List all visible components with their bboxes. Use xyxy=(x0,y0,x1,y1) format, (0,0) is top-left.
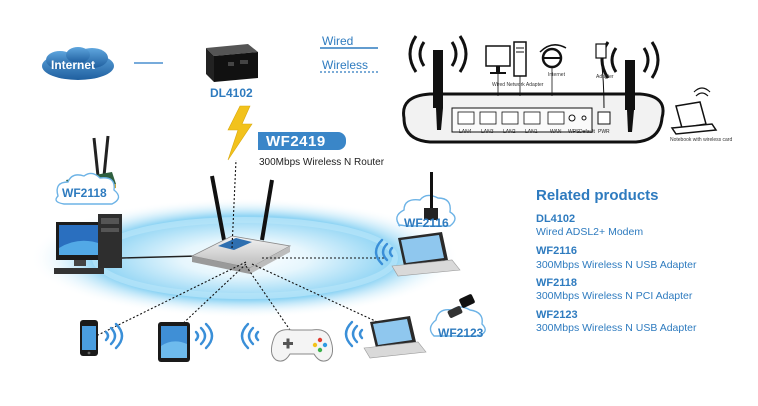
usb-dongle-device-icon xyxy=(447,294,475,318)
pc-wired-line xyxy=(121,255,199,259)
game-controller-icon xyxy=(270,329,334,362)
related-item-desc: 300Mbps Wireless N USB Adapter xyxy=(536,322,697,334)
smartphone-icon xyxy=(80,320,98,356)
laptop-right-icon xyxy=(391,232,461,277)
related-item-desc: 300Mbps Wireless N USB Adapter xyxy=(536,259,697,271)
internet-cloud-icon xyxy=(42,47,114,80)
related-item-code: WF2118 xyxy=(536,277,577,289)
lightning-bolt-icon xyxy=(227,105,253,161)
router-badge-label: WF2419 xyxy=(266,133,326,150)
pci-card-label: WF2118 xyxy=(62,186,107,200)
port-label-pwr: PWR xyxy=(598,129,610,135)
panel-adapter-label: Adapter xyxy=(596,74,614,80)
port-label-wan: WAN xyxy=(550,129,562,135)
router-panel-illustration xyxy=(402,35,718,144)
port-label-lan3: LAN3 xyxy=(481,129,494,135)
panel-notebook-label: Notebook with wireless card xyxy=(670,137,733,143)
internet-label: Internet xyxy=(51,58,96,72)
related-products-title: Related products xyxy=(536,187,659,204)
related-item-desc: Wired ADSL2+ Modem xyxy=(536,226,644,238)
modem-label: DL4102 xyxy=(210,86,253,100)
usb-dongle-label: WF2123 xyxy=(438,326,484,340)
router-subtitle: 300Mbps Wireless N Router xyxy=(259,157,385,168)
related-item-code: DL4102 xyxy=(536,213,576,225)
wired-legend-label: Wired xyxy=(322,34,354,48)
usb-adapter-label: WF2116 xyxy=(404,216,449,230)
wireless-links xyxy=(95,159,387,337)
related-item-desc: 300Mbps Wireless N PCI Adapter xyxy=(536,290,693,302)
port-label-lan2: LAN2 xyxy=(503,129,516,135)
router-device-icon xyxy=(190,175,292,274)
modem-device-icon xyxy=(206,44,258,82)
related-item-code: WF2116 xyxy=(536,245,577,257)
port-label-wps: WPS xyxy=(568,129,580,135)
router-badge-shape xyxy=(258,132,346,150)
wifi-signal-icons xyxy=(104,238,394,350)
wireless-legend-label: Wireless xyxy=(322,58,369,72)
usb-adapter-device-icon xyxy=(424,172,438,220)
laptop-bottom-icon xyxy=(363,316,427,359)
port-label-default: Default xyxy=(579,129,595,135)
panel-internet-label: Internet xyxy=(548,72,565,78)
related-item-code: WF2123 xyxy=(536,309,578,321)
panel-network-adapter-label: Wired Network Adapter xyxy=(492,82,544,88)
port-label-lan1: LAN1 xyxy=(525,129,538,135)
desktop-pc-icon xyxy=(54,214,122,274)
port-label-lan4: LAN4 xyxy=(459,129,472,135)
tablet-icon xyxy=(158,322,190,362)
